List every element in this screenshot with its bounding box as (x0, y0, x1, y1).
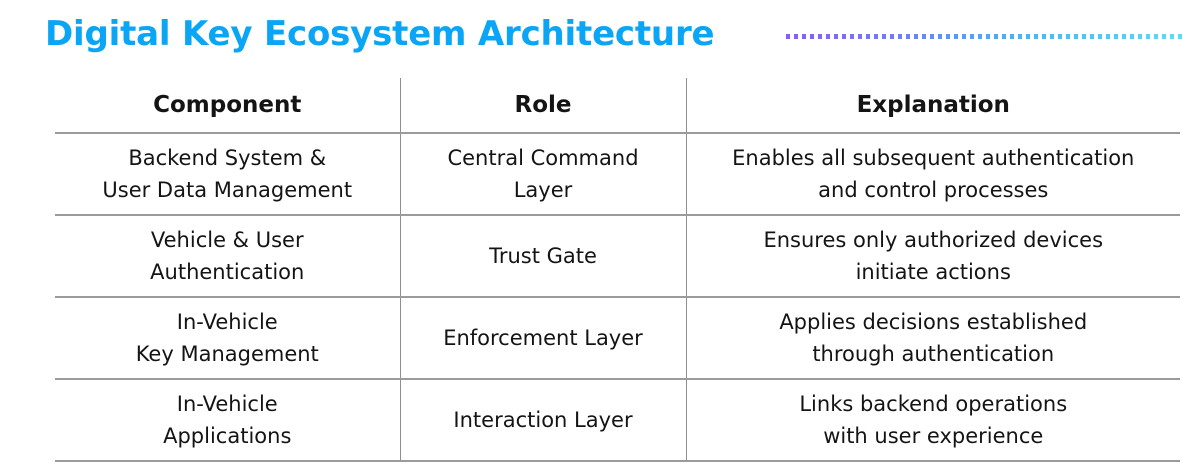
cell-text-line: Applications (163, 424, 292, 448)
architecture-table: Component Role Explanation Backend Syste… (55, 78, 1180, 462)
title-row: Digital Key Ecosystem Architecture (0, 0, 1200, 70)
page-title: Digital Key Ecosystem Architecture (45, 14, 715, 54)
cell-component: In-Vehicle Applications (55, 379, 401, 462)
table-row: In-Vehicle Key Management Enforcement La… (55, 297, 1180, 380)
table-row: In-Vehicle Applications Interaction Laye… (55, 379, 1180, 462)
cell-text-line: In-Vehicle (176, 310, 278, 334)
column-header-component: Component (55, 78, 401, 134)
cell-text-line: Enforcement Layer (443, 326, 643, 350)
cell-text-line: User Data Management (102, 178, 353, 202)
dotted-gradient-rule-icon (786, 34, 1184, 39)
cell-component: Backend System & User Data Management (55, 133, 401, 216)
cell-explanation: Ensures only authorized devices initiate… (686, 215, 1180, 298)
cell-text-line: with user experience (823, 424, 1044, 448)
table-header-row: Component Role Explanation (55, 78, 1180, 134)
column-header-explanation: Explanation (686, 78, 1180, 134)
cell-text-line: In-Vehicle (176, 392, 278, 416)
cell-text-line: Authentication (150, 260, 305, 284)
cell-text-line: Enables all subsequent authentication (732, 146, 1135, 170)
column-header-role: Role (400, 78, 687, 134)
cell-role: Trust Gate (400, 215, 687, 298)
cell-component: In-Vehicle Key Management (55, 297, 401, 380)
architecture-table-wrapper: Component Role Explanation Backend Syste… (55, 78, 1180, 462)
cell-text-line: Applies decisions established (779, 310, 1088, 334)
cell-role: Central Command Layer (400, 133, 687, 216)
cell-text-line: Trust Gate (489, 244, 597, 268)
table-header: Component Role Explanation (55, 78, 1180, 134)
cell-text-line: Backend System & (128, 146, 327, 170)
cell-component: Vehicle & User Authentication (55, 215, 401, 298)
cell-role: Interaction Layer (400, 379, 687, 462)
table-row: Vehicle & User Authentication Trust Gate… (55, 215, 1180, 298)
cell-text-line: Central Command (447, 146, 639, 170)
cell-explanation: Links backend operations with user exper… (686, 379, 1180, 462)
cell-text-line: through authentication (812, 342, 1055, 366)
table-body: Backend System & User Data Management Ce… (55, 133, 1180, 462)
cell-text-line: and control processes (818, 178, 1049, 202)
cell-text-line: initiate actions (855, 260, 1011, 284)
table-row: Backend System & User Data Management Ce… (55, 133, 1180, 216)
cell-role: Enforcement Layer (400, 297, 687, 380)
cell-text-line: Layer (513, 178, 573, 202)
cell-text-line: Ensures only authorized devices (763, 228, 1104, 252)
cell-text-line: Links backend operations (799, 392, 1068, 416)
cell-text-line: Interaction Layer (453, 408, 633, 432)
cell-explanation: Enables all subsequent authentication an… (686, 133, 1180, 216)
cell-text-line: Vehicle & User (150, 228, 304, 252)
cell-explanation: Applies decisions established through au… (686, 297, 1180, 380)
cell-text-line: Key Management (135, 342, 319, 366)
